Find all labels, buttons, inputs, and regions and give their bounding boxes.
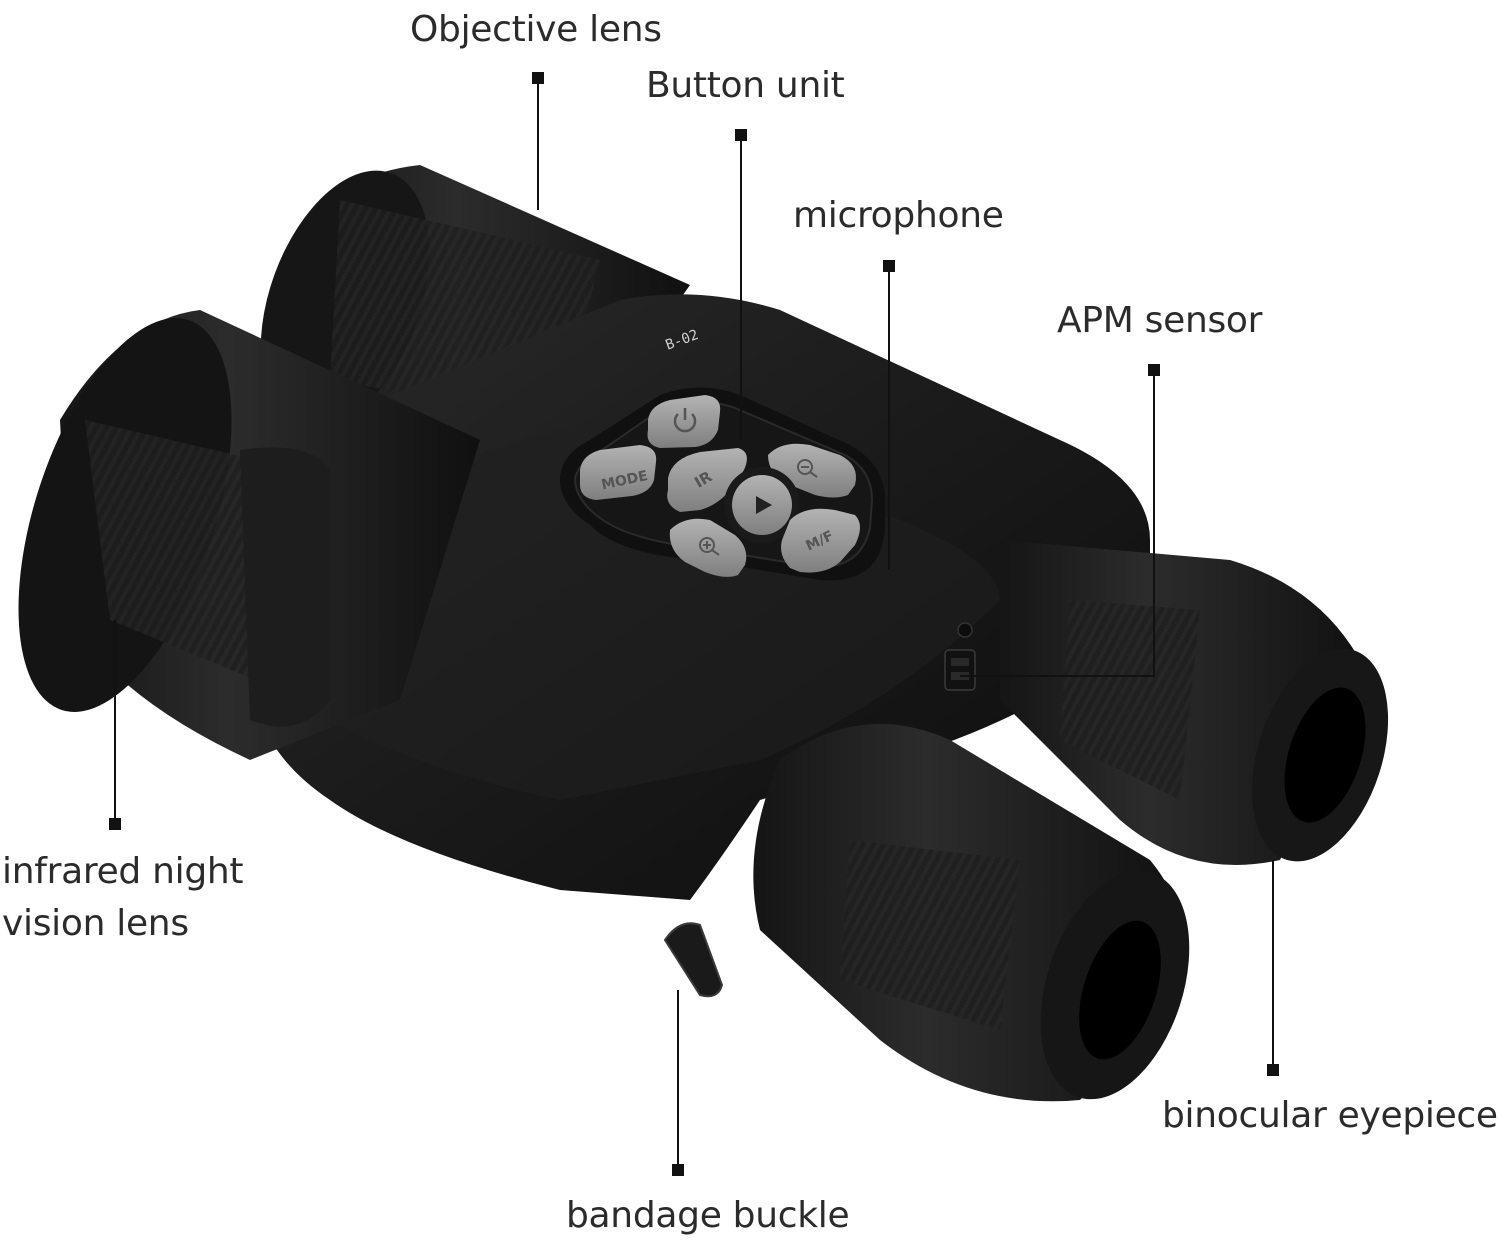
zoom-in-icon [699, 537, 720, 556]
button-unit-panel: MODE IR [560, 327, 885, 581]
microphone-label: microphone [793, 195, 1004, 236]
ir-button[interactable]: IR [667, 448, 747, 512]
center-ok-button[interactable] [724, 467, 800, 543]
mf-button[interactable]: M/F [781, 508, 860, 573]
play-icon [756, 496, 772, 514]
zoom-out-icon [797, 459, 818, 478]
infrared-lens-label-line2: vision lens [2, 903, 189, 944]
leader-lines [109, 72, 1279, 1176]
mode-button[interactable]: MODE [580, 445, 657, 500]
front-eyepiece [753, 724, 1190, 1102]
power-icon [673, 408, 697, 433]
bandage-buckle [663, 922, 724, 998]
zoom-in-button[interactable] [669, 518, 747, 577]
apm-sensor-label: APM sensor [1057, 300, 1263, 341]
infrared-lens-label-line1: infrared night [2, 851, 244, 892]
objective-lens-label: Objective lens [410, 9, 662, 50]
infrared-night-vision-barrel [18, 310, 480, 760]
power-button[interactable] [647, 395, 721, 448]
button-unit-label: Button unit [646, 65, 845, 106]
rear-eyepiece [1000, 540, 1389, 865]
bandage-buckle-label: bandage buckle [566, 1195, 850, 1236]
binocular-eyepiece-label: binocular eyepiece [1162, 1095, 1498, 1136]
